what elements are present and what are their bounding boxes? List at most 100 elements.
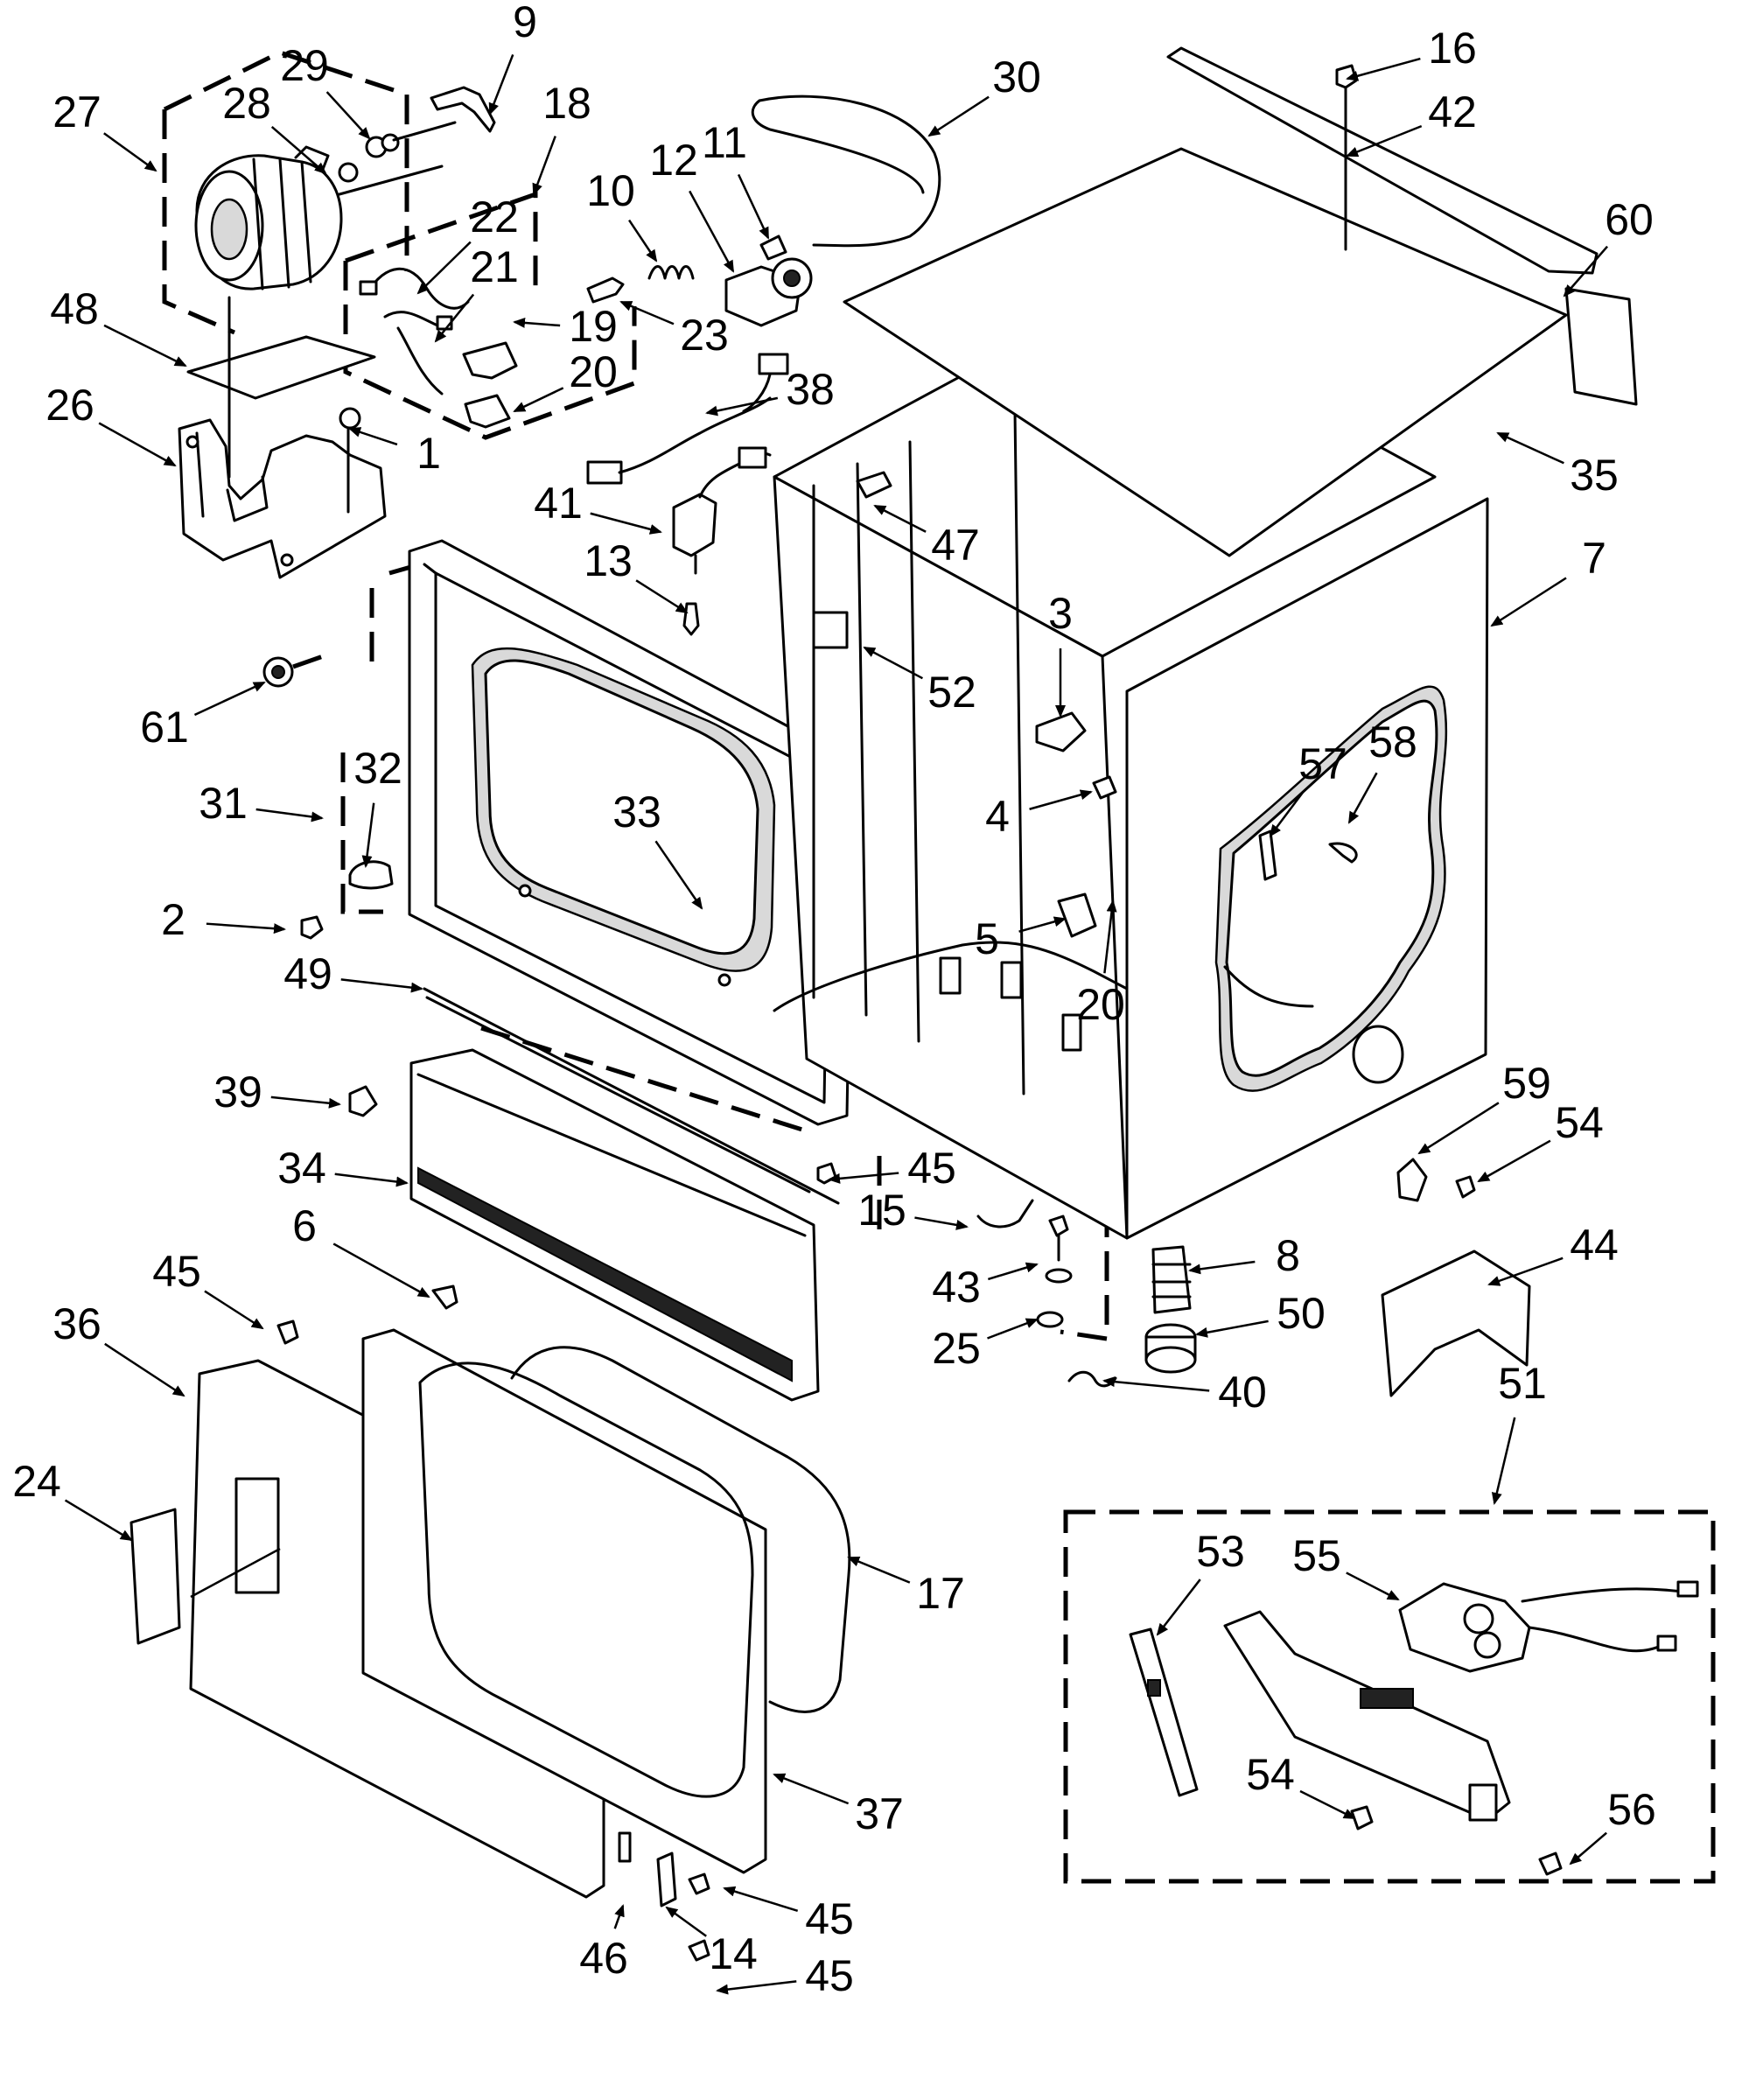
callout-c11: 11 bbox=[702, 118, 770, 240]
callout-c42: 42 bbox=[1346, 88, 1477, 158]
callout-c9: 9 bbox=[488, 0, 537, 116]
callout-leader bbox=[1346, 124, 1423, 158]
bracket-assembly bbox=[1223, 1610, 1511, 1822]
callout-leader bbox=[348, 427, 398, 446]
latch-6 bbox=[431, 1284, 458, 1310]
mount-bracket-44 bbox=[1381, 1250, 1531, 1397]
callout-c20b: 20 bbox=[1076, 900, 1125, 1029]
callout-number: 55 bbox=[1292, 1531, 1341, 1580]
callout-leader bbox=[325, 91, 371, 140]
callout-number: 28 bbox=[222, 79, 271, 128]
screw-13 bbox=[682, 602, 700, 636]
callout-leader bbox=[255, 808, 324, 822]
callout-c44: 44 bbox=[1487, 1221, 1619, 1286]
idler-assembly bbox=[724, 234, 813, 327]
callout-number: 54 bbox=[1555, 1098, 1604, 1147]
callout-leader bbox=[927, 95, 990, 137]
callout-leader bbox=[773, 1773, 850, 1805]
callout-number: 19 bbox=[569, 302, 618, 351]
callout-c35: 35 bbox=[1496, 431, 1619, 500]
callout-number: 54 bbox=[1246, 1750, 1295, 1799]
callout-number: 56 bbox=[1607, 1785, 1656, 1834]
toe-panel bbox=[409, 1048, 820, 1402]
assembly-box-27 bbox=[162, 50, 409, 335]
callout-leader bbox=[1018, 916, 1067, 933]
callout-number: 2 bbox=[161, 895, 185, 944]
callout-leader bbox=[1269, 791, 1305, 837]
callout-number: 9 bbox=[513, 0, 537, 46]
callout-c45d: 45 bbox=[716, 1951, 854, 2000]
callout-c55: 55 bbox=[1292, 1531, 1400, 1601]
callout-leader bbox=[914, 1216, 969, 1230]
callout-c58: 58 bbox=[1347, 718, 1417, 824]
callout-number: 59 bbox=[1502, 1059, 1551, 1108]
callout-number: 33 bbox=[612, 788, 661, 836]
callout-number: 20 bbox=[569, 347, 618, 396]
callout-leader bbox=[416, 241, 472, 295]
door-gasket bbox=[510, 1346, 851, 1713]
bracket-59 bbox=[1396, 1158, 1428, 1202]
callout-c57: 57 bbox=[1269, 739, 1347, 837]
callout-c8: 8 bbox=[1188, 1231, 1300, 1280]
callout-leader bbox=[64, 1499, 133, 1542]
callout-number: 45 bbox=[805, 1951, 854, 2000]
sensor-58 bbox=[1328, 842, 1358, 864]
callout-leader bbox=[1195, 1320, 1269, 1338]
callout-c22: 22 bbox=[416, 192, 519, 295]
panel-clip bbox=[348, 1085, 378, 1117]
callout-number: 5 bbox=[975, 914, 999, 963]
callout-c10: 10 bbox=[586, 166, 658, 262]
callout-number: 34 bbox=[277, 1144, 326, 1193]
screw-56 bbox=[1538, 1852, 1563, 1876]
callout-c26: 26 bbox=[45, 381, 177, 467]
callout-c16: 16 bbox=[1346, 24, 1477, 81]
motor-mount bbox=[178, 418, 387, 579]
callout-c33: 33 bbox=[612, 788, 703, 910]
callout-leader bbox=[665, 1906, 707, 1937]
callout-labels: 1234567891011121314151617181920202122232… bbox=[12, 0, 1656, 2000]
callout-c39: 39 bbox=[213, 1068, 341, 1116]
callout-leader bbox=[723, 1886, 799, 1912]
callout-number: 7 bbox=[1582, 534, 1606, 583]
callout-c34: 34 bbox=[277, 1144, 409, 1193]
callout-number: 40 bbox=[1218, 1368, 1267, 1417]
callout-c51: 51 bbox=[1491, 1359, 1547, 1505]
switch-harness bbox=[359, 267, 518, 429]
callout-number: 45 bbox=[152, 1247, 201, 1296]
callout-number: 3 bbox=[1048, 589, 1073, 638]
callout-number: 58 bbox=[1368, 718, 1417, 766]
control-knob bbox=[262, 652, 329, 688]
callout-number: 6 bbox=[292, 1201, 317, 1250]
callout-number: 24 bbox=[12, 1457, 61, 1506]
callout-c29: 29 bbox=[280, 41, 371, 140]
connector-5 bbox=[1057, 892, 1097, 938]
callout-number: 11 bbox=[702, 118, 747, 167]
callout-leader bbox=[590, 512, 662, 535]
callout-number: 57 bbox=[1298, 739, 1347, 788]
callout-leader bbox=[1569, 1831, 1607, 1866]
callout-leader bbox=[1156, 1578, 1201, 1636]
callout-c50: 50 bbox=[1195, 1289, 1326, 1338]
callout-c43: 43 bbox=[932, 1262, 1039, 1312]
callout-leader bbox=[334, 1172, 409, 1187]
callout-number: 41 bbox=[534, 479, 583, 528]
callout-leader bbox=[863, 646, 924, 680]
callout-c49: 49 bbox=[283, 949, 423, 998]
clip-52 bbox=[812, 611, 849, 649]
callout-number: 51 bbox=[1498, 1359, 1547, 1408]
cover-pad bbox=[186, 335, 376, 400]
callout-number: 44 bbox=[1570, 1221, 1619, 1270]
callout-c47: 47 bbox=[873, 504, 980, 570]
callout-leader bbox=[1417, 1102, 1500, 1155]
callout-leader bbox=[987, 1262, 1039, 1281]
callout-c1: 1 bbox=[348, 427, 441, 478]
callout-number: 13 bbox=[584, 536, 633, 585]
hinge-14 bbox=[656, 1852, 677, 1908]
callout-c17: 17 bbox=[847, 1556, 965, 1618]
callout-number: 27 bbox=[52, 88, 101, 136]
callout-c61: 61 bbox=[140, 681, 266, 752]
callout-c15: 15 bbox=[857, 1186, 969, 1235]
callout-leader bbox=[332, 1242, 430, 1298]
callout-number: 36 bbox=[52, 1299, 101, 1348]
callout-number: 22 bbox=[470, 192, 519, 242]
